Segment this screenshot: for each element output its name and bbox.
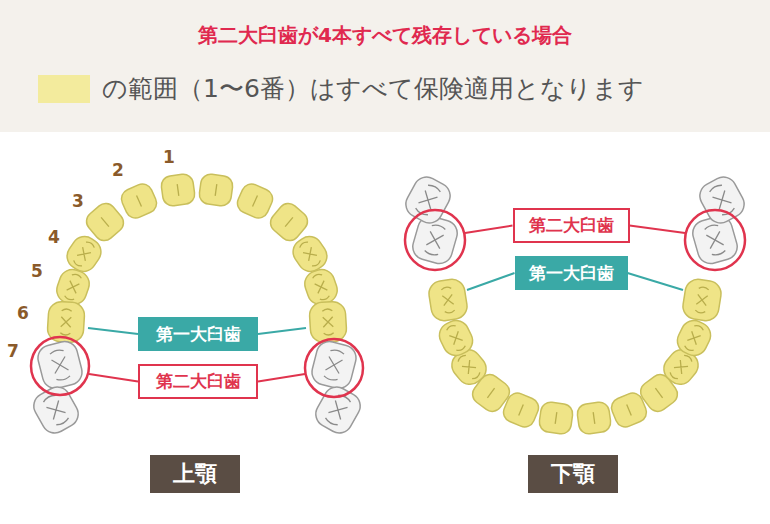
tooth [118,181,159,221]
legend: の範囲（1〜6番）はすべて保険適用となります [38,72,644,105]
leader-line [88,328,138,334]
tooth [538,401,574,435]
highlight-ring [405,210,465,270]
highlight-ring [685,210,745,270]
second-molar-tag: 第二大臼歯 [138,364,258,399]
first-molar-tag: 第一大臼歯 [138,317,258,351]
highlight-ring [305,339,363,397]
tooth [427,277,469,322]
node-text: 上顎 [173,459,217,489]
leader-line [258,374,305,382]
tooth [35,339,85,392]
node-text: 第二大臼歯 [529,214,614,237]
callout-number: 7 [7,343,19,360]
tooth [673,316,715,360]
leader-line [628,273,684,290]
leader-line [89,374,138,382]
node-text: 第二大臼歯 [156,370,241,393]
tooth [311,382,365,437]
tooth [435,316,477,360]
leader-line [467,273,515,290]
first-molar-tag: 第一大臼歯 [515,256,628,290]
highlight-ring [31,337,89,395]
node-text: 第一大臼歯 [529,262,614,285]
callout-number: 5 [31,263,43,280]
tooth [160,173,196,207]
tooth [695,172,748,227]
tooth [198,173,234,207]
callout-number: 1 [163,149,175,166]
leader-line [630,226,686,234]
legend-swatch [38,75,90,103]
tooth [234,181,275,221]
title: 第二大臼歯が4本すべて残存している場合 [0,22,770,49]
legend-text: の範囲（1〜6番）はすべて保険適用となります [102,72,644,105]
leader-line [258,328,306,334]
callout-number: 4 [48,229,60,246]
node-text: 下顎 [551,459,595,489]
callout-number: 3 [72,193,84,210]
node-text: 第一大臼歯 [156,323,241,346]
tooth [681,277,723,322]
jaw-tag: 下顎 [528,455,618,493]
tooth [309,339,359,392]
leader-line [465,226,513,234]
header-band [0,0,770,132]
jaw-tag: 上顎 [150,455,240,493]
tooth [576,401,612,435]
tooth [401,172,454,227]
callout-number: 2 [112,162,124,179]
callout-number: 6 [17,305,29,322]
second-molar-tag: 第二大臼歯 [513,208,630,243]
tooth [309,301,347,343]
